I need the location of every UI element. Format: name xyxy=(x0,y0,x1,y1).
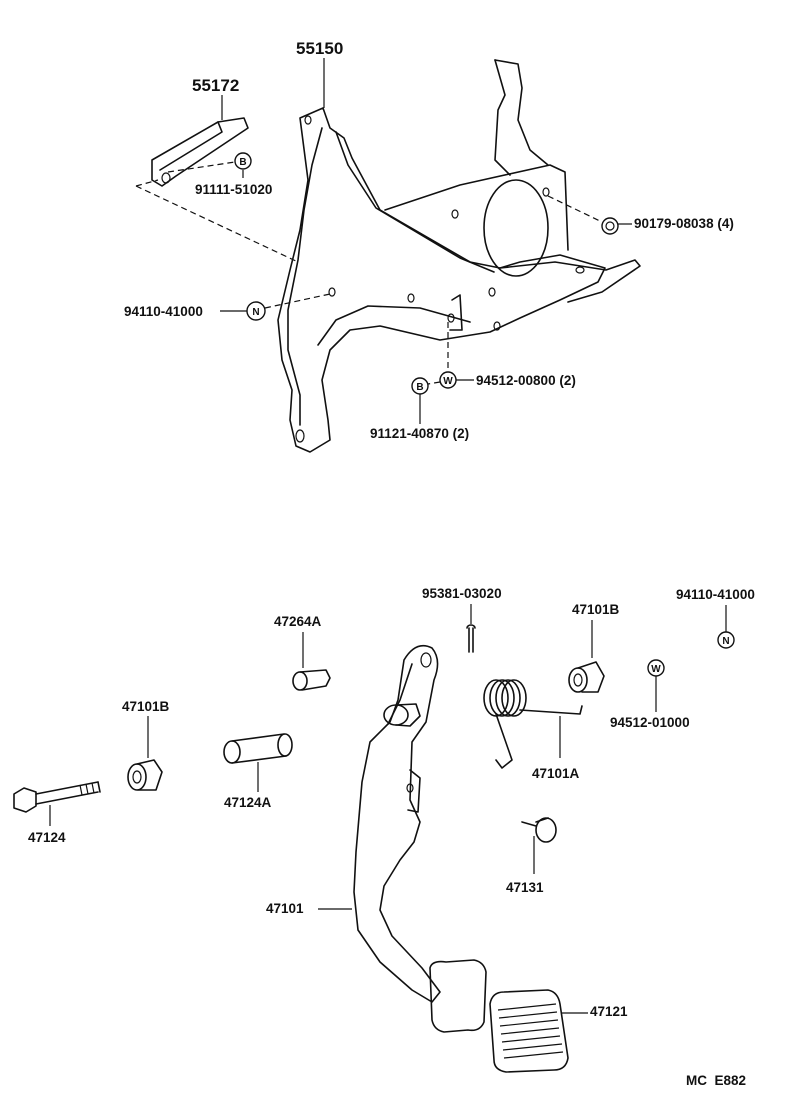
brake-pedal-icon xyxy=(353,644,487,1033)
label-nut-right: 90179-08038 (4) xyxy=(634,216,734,231)
cushion-icon xyxy=(521,817,557,843)
label-pad: 47121 xyxy=(590,1004,628,1019)
label-nut-far-right: 94110-41000 xyxy=(676,587,755,602)
return-spring-icon xyxy=(483,679,583,769)
flange-nut-icon xyxy=(601,217,619,235)
label-bolt-mid: 91121-40870 (2) xyxy=(370,426,469,441)
cotter-pin-icon xyxy=(466,624,476,653)
diagram-code: MC E882 xyxy=(686,1073,746,1088)
svg-text:N: N xyxy=(252,307,259,318)
label-spring: 47101A xyxy=(532,766,580,781)
bolt-badge-icon xyxy=(234,152,252,170)
svg-text:N: N xyxy=(722,636,729,647)
bushing-left-icon xyxy=(127,759,163,791)
label-nut-left: 94110-41000 xyxy=(124,304,203,319)
pedal-bracket xyxy=(277,59,641,453)
label-stopper: 55172 xyxy=(192,76,239,95)
svg-text:W: W xyxy=(651,664,661,675)
pivot-bolt-icon xyxy=(13,781,101,813)
label-pedal: 47101 xyxy=(266,901,304,916)
svg-text:W: W xyxy=(443,376,453,387)
label-washer-mid: 94512-00800 (2) xyxy=(476,373,576,388)
stopper-bracket xyxy=(151,117,249,187)
label-collar: 47124A xyxy=(224,795,272,810)
label-bolt-small: 47264A xyxy=(274,614,322,629)
label-cotter-pin: 95381-03020 xyxy=(422,586,502,601)
label-bolt-top: 91111-51020 xyxy=(195,182,272,197)
collar-icon xyxy=(223,733,293,764)
label-bracket: 55150 xyxy=(296,39,343,58)
svg-text:B: B xyxy=(239,157,246,168)
bolt-small-icon xyxy=(292,669,331,691)
pedal-pad-icon xyxy=(489,989,569,1073)
svg-text:B: B xyxy=(416,382,423,393)
label-bushing-left: 47101B xyxy=(122,699,170,714)
label-washer-right: 94512-01000 xyxy=(610,715,690,730)
label-pivot-bolt: 47124 xyxy=(28,830,66,845)
nut-badge-icon xyxy=(246,301,266,321)
nut-far-right-icon xyxy=(717,631,735,649)
label-bushing-right: 47101B xyxy=(572,602,620,617)
bushing-right-icon xyxy=(568,661,605,693)
label-cushion: 47131 xyxy=(506,880,544,895)
